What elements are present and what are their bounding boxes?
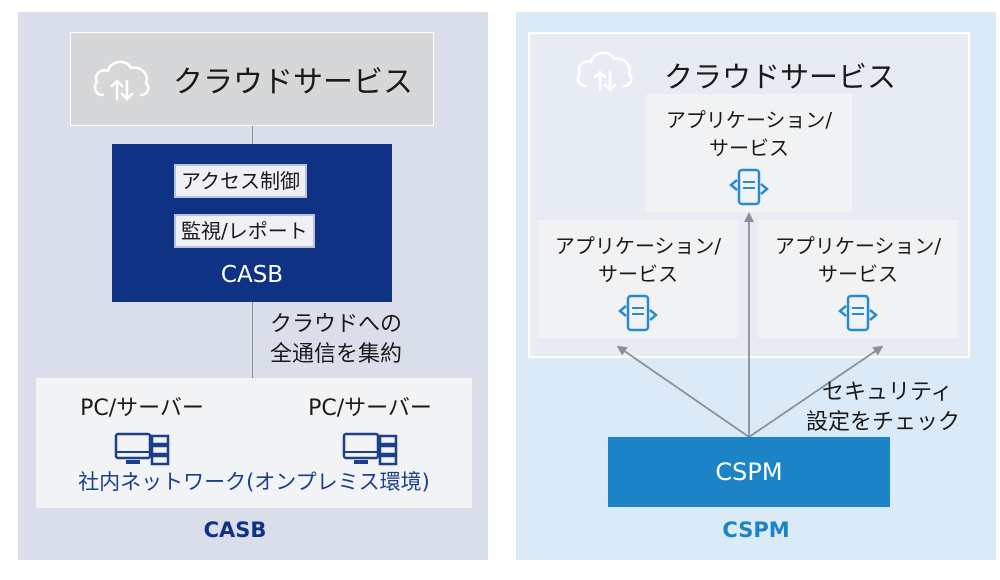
mobile-app-icon [618,294,658,332]
app-service-label: アプリケーション/ サービス [758,220,958,288]
casb-annotation-line: 全通信を集約 [270,342,403,367]
network-caption: 社内ネットワーク(オンプレミス環境) [78,470,430,494]
app-service-label: アプリケーション/ サービス [538,220,738,288]
app-service-line: アプリケーション/ [774,234,942,258]
cloud-sync-icon [576,51,633,92]
cspm-annotation-line: 設定をチェック [806,410,961,435]
app-service-line: サービス [709,136,789,160]
arrow-to-left-app [616,345,750,438]
app-service-right: アプリケーション/ サービス [758,220,958,338]
mobile-app-icon [729,168,769,206]
app-service-line: アプリケーション/ [554,234,722,258]
pc-server-left: PC/サーバー [72,390,212,468]
casb-title: CASB [203,518,267,542]
app-service-top: アプリケーション/ サービス [646,94,852,212]
app-service-line: アプリケーション/ [665,108,833,132]
cspm-title: CSPM [722,518,790,542]
app-service-line: サービス [818,262,898,286]
cspm-annotation-line: セキュリティ [822,380,953,405]
pc-server-right: PC/サーバー [300,390,440,468]
casb-box-label: CASB [220,262,284,288]
casb-box: アクセス制御 監視/レポート CASB [112,144,392,302]
pc-server-label: PC/サーバー [308,396,432,421]
arrow-to-right-app [748,345,884,438]
cspm-box: CSPM [608,437,890,507]
server-pc-icon [114,432,170,466]
access-control-tag: アクセス制御 [174,164,307,198]
app-service-left: アプリケーション/ サービス [538,220,738,338]
on-premise-network: PC/サーバー PC/サーバー 社内ネットワーク(オンプレミス環境) [36,378,472,508]
casb-cloud-label: クラウドサービス [173,65,413,100]
casb-cloud-service: クラウドサービス [70,32,434,126]
cloud-sync-icon [93,60,150,101]
casb-annotation-line: クラウドへの [270,312,403,337]
cspm-annotation: セキュリティ 設定をチェック [806,378,960,438]
cspm-cloud-label: クラウドサービス [664,60,897,94]
monitoring-report-tag: 監視/レポート [174,214,315,248]
app-service-label: アプリケーション/ サービス [646,94,852,162]
pc-server-label: PC/サーバー [80,396,204,421]
casb-annotation: クラウドへの 全通信を集約 [270,310,402,370]
app-service-line: サービス [598,262,678,286]
mobile-app-icon [838,294,878,332]
server-pc-icon [342,432,398,466]
